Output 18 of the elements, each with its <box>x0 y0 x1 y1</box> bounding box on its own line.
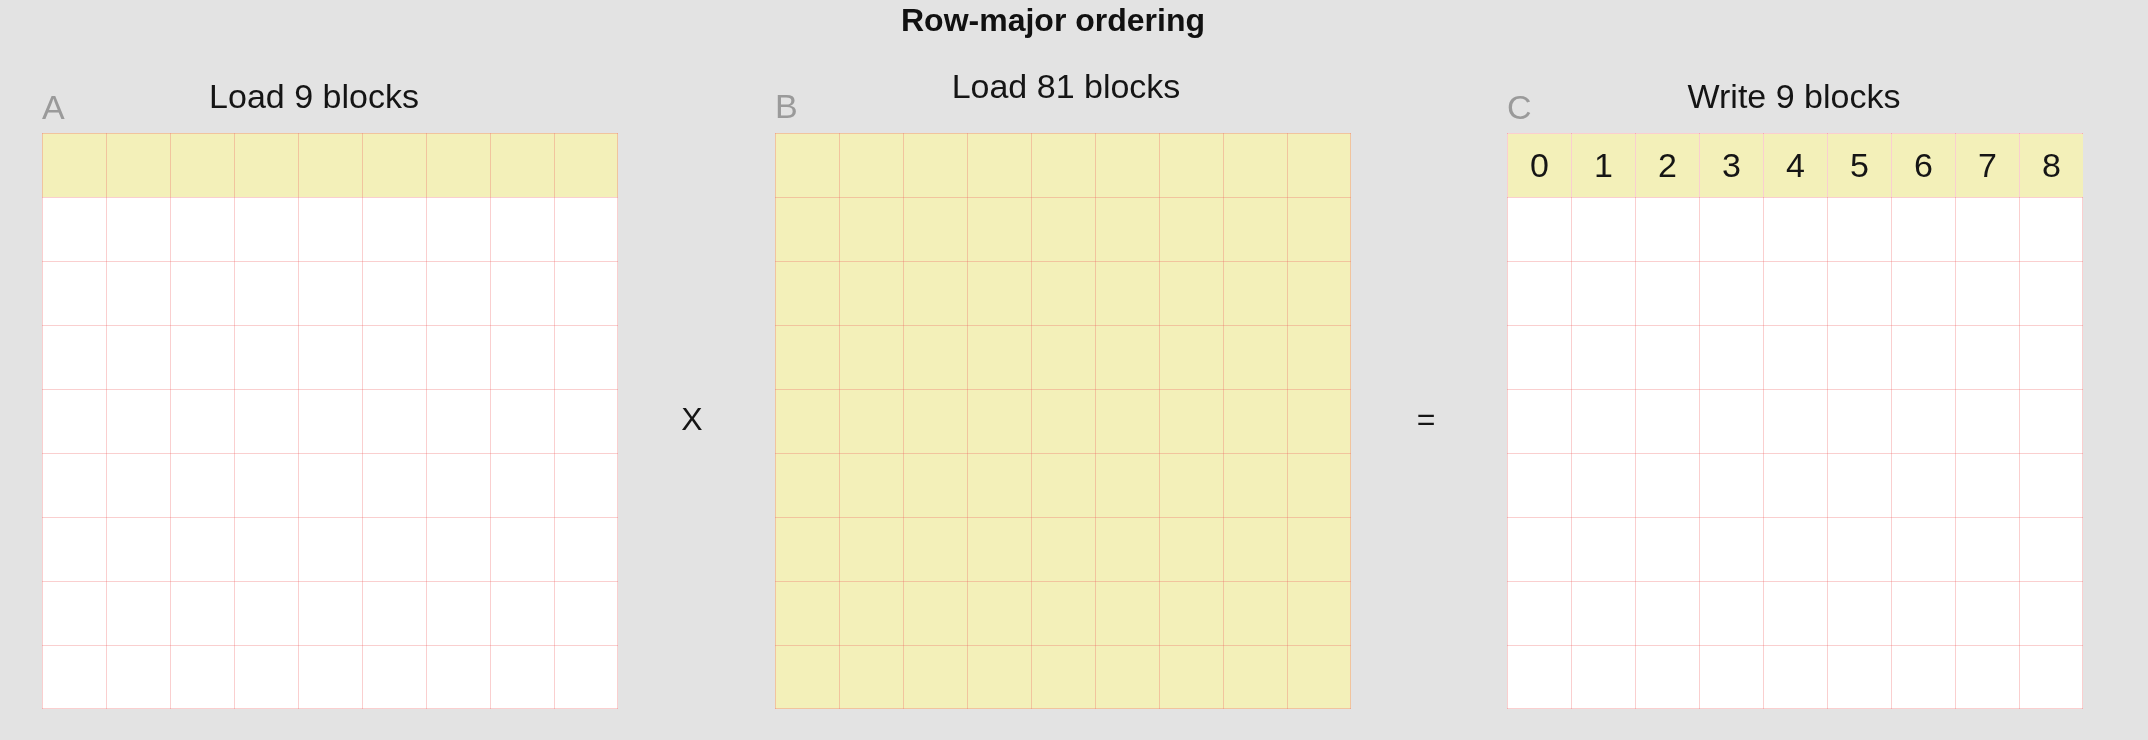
matrix-heading: Load 81 blocks <box>951 66 1181 106</box>
matrix-heading: Load 9 blocks <box>209 76 419 116</box>
grid-cell: 3 <box>1700 134 1763 197</box>
grid-cell: 8 <box>2020 134 2083 197</box>
matrix-heading: Write 9 blocks <box>1687 76 1901 116</box>
operator-symbol: = <box>1416 400 1436 439</box>
grid-cell: 0 <box>1508 134 1571 197</box>
operator-symbol: X <box>681 400 703 439</box>
grid-cell: 6 <box>1892 134 1955 197</box>
grid-cell: 1 <box>1572 134 1635 197</box>
grid-cell: 2 <box>1636 134 1699 197</box>
diagram-title: Row-major ordering <box>901 1 1205 40</box>
grid-cell: 5 <box>1828 134 1891 197</box>
grid-cell: 7 <box>1956 134 2019 197</box>
grid-cell: 4 <box>1764 134 1827 197</box>
matrix-letter: B <box>775 86 798 126</box>
matrix-letter: C <box>1507 87 1532 127</box>
matrix-letter: A <box>42 87 65 127</box>
